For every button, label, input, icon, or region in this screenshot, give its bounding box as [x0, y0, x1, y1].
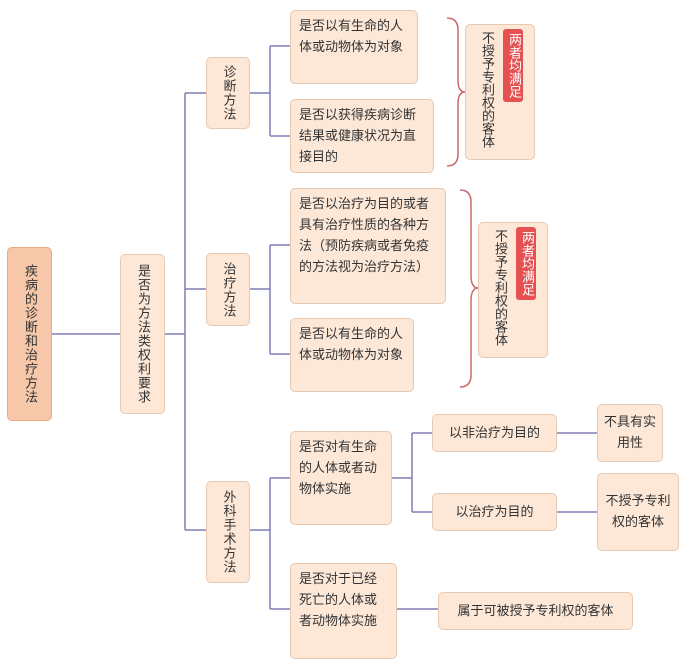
- diagnosis-node: 诊断方法: [206, 57, 250, 129]
- treatment-purpose-node: 以治疗为目的: [432, 493, 557, 531]
- surgery-condition-1: 是否对有生命的人体或者动物体实施: [290, 431, 392, 525]
- root-label: 疾病的诊断和治疗方法: [22, 264, 37, 404]
- treatment-result-label: 不授予专利权的客体: [492, 229, 507, 346]
- method-claim-node: 是否为方法类权利要求: [120, 254, 165, 414]
- root-node: 疾病的诊断和治疗方法: [7, 247, 52, 421]
- diagnosis-result-label: 不授予专利权的客体: [479, 31, 494, 148]
- diagnosis-badge: 两者均满足: [503, 29, 523, 102]
- surgery-label: 外科手术方法: [220, 490, 236, 574]
- method-claim-label: 是否为方法类权利要求: [135, 264, 150, 404]
- surgery-non-patentable-node: 不授予专利权的客体: [597, 473, 679, 551]
- treatment-result-node: 不授予专利权的客体 两者均满足: [478, 222, 548, 358]
- diagnosis-condition-2: 是否以获得疾病诊断结果或健康状况为直接目的: [290, 99, 434, 173]
- treatment-node: 治疗方法: [206, 253, 250, 326]
- patentable-subject-node: 属于可被授予专利权的客体: [438, 592, 633, 630]
- surgery-node: 外科手术方法: [206, 481, 250, 583]
- bracket-diagnosis: [446, 17, 466, 167]
- bracket-treatment: [459, 189, 479, 388]
- diagnosis-result-node: 不授予专利权的客体 两者均满足: [465, 24, 535, 160]
- non-treatment-purpose-node: 以非治疗为目的: [432, 414, 557, 452]
- diagnosis-condition-1: 是否以有生命的人体或动物体为对象: [290, 10, 418, 84]
- treatment-condition-1: 是否以治疗为目的或者具有治疗性质的各种方法（预防疾病或者免疫的方法视为治疗方法）: [290, 188, 446, 304]
- diagnosis-label: 诊断方法: [220, 65, 236, 121]
- surgery-condition-2: 是否对于已经死亡的人体或者动物体实施: [290, 563, 397, 659]
- treatment-condition-2: 是否以有生命的人体或动物体为对象: [290, 318, 414, 392]
- no-utility-node: 不具有实用性: [597, 404, 663, 462]
- treatment-label: 治疗方法: [220, 261, 236, 318]
- treatment-badge: 两者均满足: [516, 227, 536, 300]
